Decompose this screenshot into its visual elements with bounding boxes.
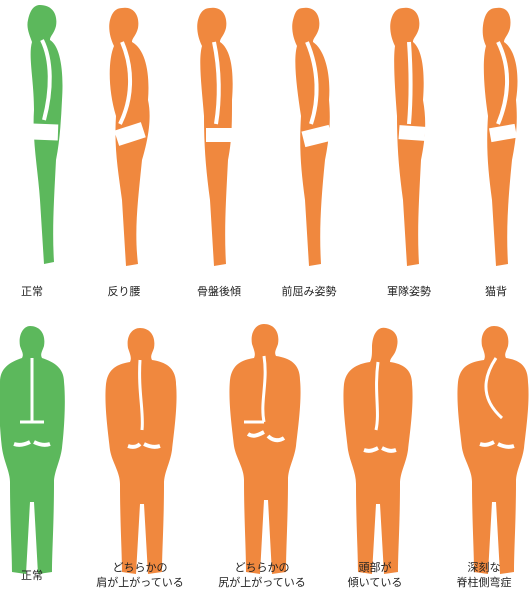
label-back-head-tilted: 頭部が 傾いている bbox=[338, 560, 412, 590]
side-figure-forward-lean bbox=[292, 8, 332, 266]
side-figure-posterior-tilt bbox=[197, 8, 234, 266]
back-figure-hip-raised bbox=[229, 324, 300, 574]
side-figure-military bbox=[390, 8, 425, 266]
label-back-hip-raised: どちらかの 尻が上がっている bbox=[214, 560, 310, 590]
label-line1: どちらかの bbox=[214, 560, 310, 575]
label-line2: 傾いている bbox=[338, 575, 412, 590]
label-line2: 肩が上がっている bbox=[92, 575, 188, 590]
label-side-hunchback: 猫背 bbox=[476, 284, 516, 299]
label-line2: 尻が上がっている bbox=[214, 575, 310, 590]
label-side-anterior-tilt: 反り腰 bbox=[94, 284, 154, 299]
label-line2: 脊柱側弯症 bbox=[444, 575, 524, 590]
back-figure-scoliosis bbox=[457, 326, 528, 574]
label-back-scoliosis: 深刻な 脊柱側弯症 bbox=[444, 560, 524, 590]
label-back-normal: 正常 bbox=[8, 568, 56, 583]
label-line1: どちらかの bbox=[92, 560, 188, 575]
label-line1: 頭部が bbox=[338, 560, 412, 575]
label-line1: 深刻な bbox=[444, 560, 524, 575]
label-back-shoulder-raised: どちらかの 肩が上がっている bbox=[92, 560, 188, 590]
side-figure-hunchback bbox=[483, 8, 518, 266]
back-figure-head-tilted bbox=[343, 328, 412, 574]
side-figure-normal bbox=[27, 5, 62, 264]
label-side-forward-lean: 前屈み姿勢 bbox=[274, 284, 344, 299]
side-figure-anterior-tilt bbox=[109, 8, 149, 266]
pelvis-box bbox=[32, 124, 59, 141]
label-side-military: 軍隊姿勢 bbox=[374, 284, 444, 299]
back-figure-normal bbox=[0, 326, 65, 574]
label-side-posterior-tilt: 骨盤後傾 bbox=[184, 284, 254, 299]
label-line1: 正常 bbox=[8, 568, 56, 583]
label-side-normal: 正常 bbox=[12, 284, 52, 299]
back-figure-shoulder-raised bbox=[105, 328, 176, 574]
